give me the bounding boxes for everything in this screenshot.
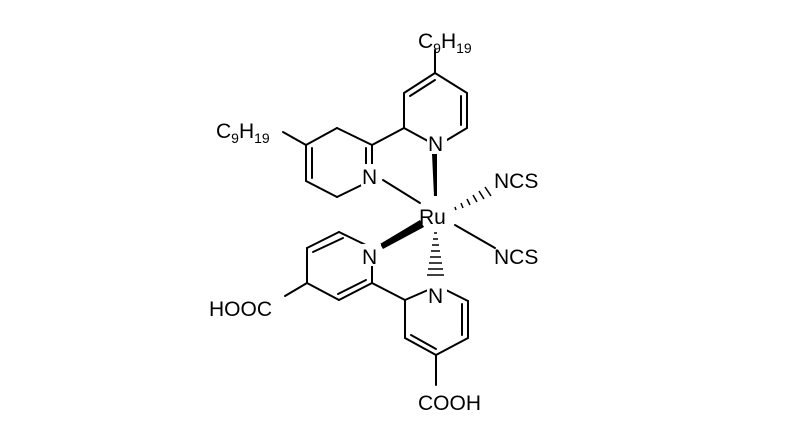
- atom-n-lower-left: N: [362, 246, 377, 269]
- hash-bond-lower-n: [427, 232, 444, 276]
- bond-ru-lower-ncs: [454, 224, 496, 249]
- ligand-ncs-upper: NCS: [494, 170, 538, 193]
- atom-n-upper-left: N: [362, 166, 377, 189]
- group-cooh-bottom: COOH: [418, 392, 481, 415]
- left-cooh-bond: [284, 282, 308, 297]
- lower-right-pyridine-ring: [371, 282, 469, 356]
- nonyl-group-top: C9H19: [418, 30, 472, 56]
- upper-left-pyridine-ring: [305, 127, 405, 198]
- atom-n-lower-right: N: [428, 285, 443, 308]
- nonyl-group-left: C9H19: [216, 120, 270, 146]
- group-hooc-left: HOOC: [209, 298, 272, 321]
- hash-bond-upper-ncs: [454, 186, 492, 211]
- metal-ru: Ru: [419, 206, 446, 229]
- wedge-bond-upper-n: [432, 154, 437, 196]
- left-nonyl-bond: [282, 131, 307, 146]
- atom-n-upper-right: N: [428, 133, 443, 156]
- ligand-ncs-lower: NCS: [494, 246, 538, 269]
- wedge-bond-lower-left-n: [380, 220, 424, 249]
- lower-left-pyridine-ring: [306, 231, 373, 301]
- bond-left-n-ru: [382, 179, 421, 204]
